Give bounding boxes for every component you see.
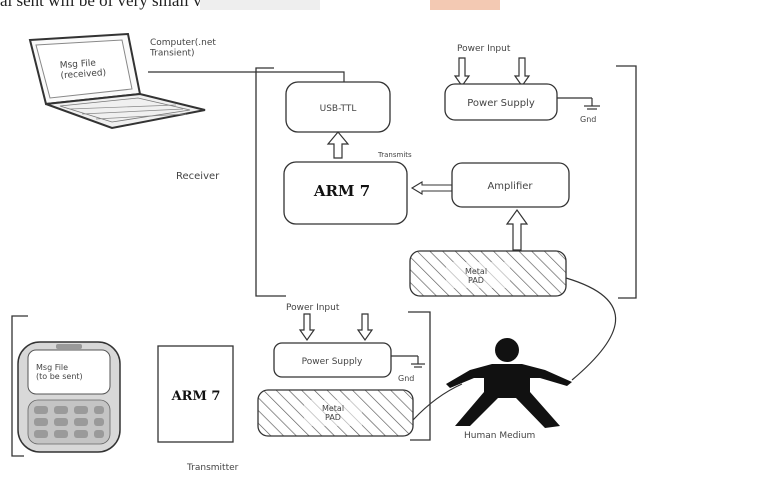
transmitter-label: Transmitter [186, 463, 239, 473]
receiver-arm7-box [283, 161, 408, 225]
receiver-frame-right [616, 65, 637, 299]
wire-pad-to-human-tx [412, 383, 463, 421]
receiver-frame-left [255, 67, 286, 297]
wire-pad-to-human [565, 277, 617, 381]
transmitter-gnd-symbol [391, 355, 425, 368]
phone-icon [17, 341, 121, 453]
transmitter-gnd-label: Gnd [398, 374, 414, 383]
receiver-label: Receiver [176, 171, 220, 182]
phone-screen-text: Msg File(to be sent) [36, 363, 83, 381]
laptop-icon [28, 32, 206, 130]
human-figure-icon [446, 338, 572, 428]
usb-ttl-label: USB-TTL [320, 104, 357, 114]
transmitter-arm7-label: ARM 7 [171, 389, 221, 404]
transmitter-frame-left [11, 315, 28, 457]
arrow-arm7-to-usb [326, 131, 350, 159]
amplifier-label: Amplifier [487, 181, 533, 192]
laptop-screen-text: Msg File(received) [60, 58, 107, 81]
transmitter-power-supply-label: Power Supply [302, 357, 363, 367]
receiver-arm7-label: ARM 7 [313, 182, 370, 200]
watermark-strip [200, 0, 320, 10]
watermark-strip-accent [430, 0, 500, 10]
amplifier-box [451, 162, 570, 208]
top-text: al sent will be of very small voltage. [0, 0, 248, 10]
laptop-usb-cable [148, 71, 345, 82]
receiver-power-input-label: Power Input [457, 44, 511, 54]
receiver-power-supply-label: Power Supply [467, 98, 535, 109]
transmitter-power-arrows [298, 313, 374, 342]
receiver-power-supply-box [444, 83, 558, 121]
transmitter-power-supply-box [273, 342, 392, 378]
transmitter-power-input-label: Power Input [286, 303, 340, 313]
arrow-pad-to-amp [505, 208, 529, 251]
human-medium-label: Human Medium [464, 431, 535, 441]
transmitter-frame-right [408, 311, 431, 441]
receiver-gnd-label: Gnd [580, 115, 596, 124]
receiver-gnd-symbol [557, 97, 600, 110]
transmits-label: Transmits [377, 151, 412, 159]
arrow-amp-to-arm7 [410, 181, 453, 195]
receiver-power-arrows [453, 57, 531, 88]
transmitter-arm7-box [157, 345, 234, 443]
